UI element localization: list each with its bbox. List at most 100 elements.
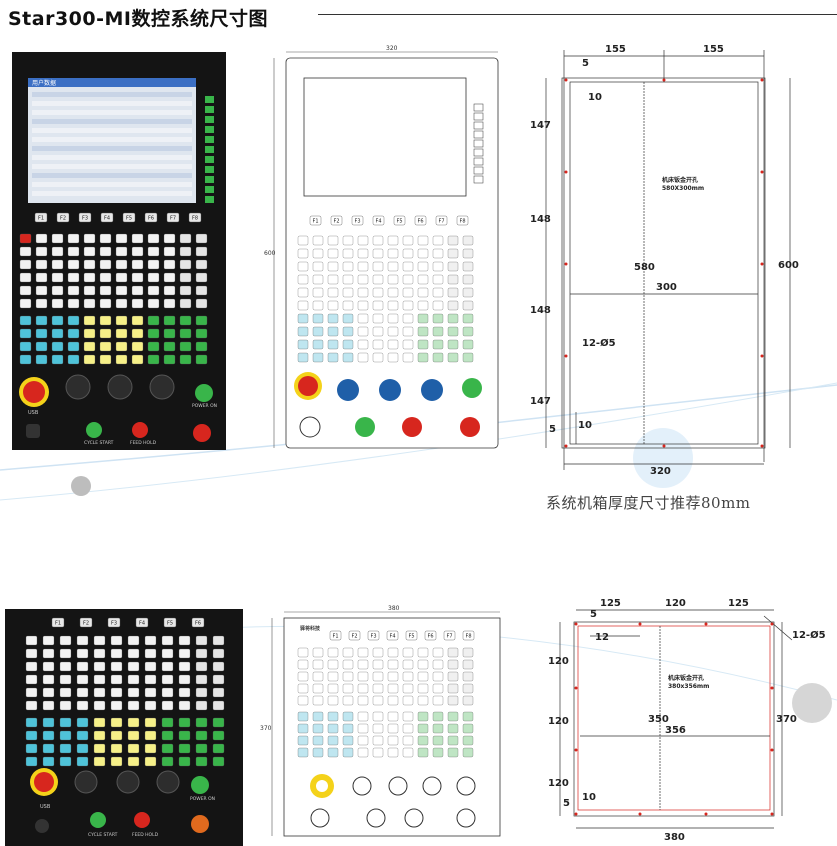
panel1-key (51, 341, 64, 352)
cutout1-dim10: 10 (588, 92, 602, 103)
panel2-key (212, 700, 225, 711)
drawing2-key (372, 711, 384, 722)
drawing2-key (432, 735, 444, 746)
panel2-key (178, 730, 191, 741)
drawing1-key (432, 313, 444, 324)
drawing1-key (462, 352, 474, 363)
drawing1-fkey-label: F4 (376, 219, 382, 225)
panel2-key (110, 756, 123, 767)
drawing1-fkey-label: F6 (418, 219, 424, 225)
panel1-key (67, 328, 80, 339)
panel2-key (161, 700, 174, 711)
screen-row (32, 191, 192, 196)
panel1-key (99, 285, 112, 296)
panel1-key (147, 328, 160, 339)
side-key (473, 112, 484, 121)
cutout2-inner-h: 350 (648, 714, 669, 725)
panel1-usb-icon (26, 424, 40, 438)
cutout2-label-2: 380x356mm (668, 683, 709, 690)
drawing1-key (402, 248, 414, 259)
side-key (205, 186, 214, 193)
cutout1-bottom-small: 10 (578, 420, 592, 431)
drawing2-key (402, 711, 414, 722)
drawing2-key (357, 735, 369, 746)
panel1-key (163, 285, 176, 296)
panel1-fkey-label: F4 (104, 216, 110, 222)
side-key (473, 103, 484, 112)
drawing2-key (462, 711, 474, 722)
panel1-fkey-label: F1 (38, 216, 44, 222)
panel1-key (99, 272, 112, 283)
panel2-key (195, 700, 208, 711)
cutout2-dim12: 12 (595, 632, 609, 643)
drawing2-key (387, 671, 399, 682)
panel2-key (110, 687, 123, 698)
panel1-key (163, 259, 176, 270)
panel2-key (212, 756, 225, 767)
drawing2-key (372, 671, 384, 682)
drawing1-key (417, 352, 429, 363)
drawing1-key (462, 248, 474, 259)
panel2-fkey-label: F2 (83, 621, 89, 627)
drawing2-key (312, 695, 324, 706)
panel2-key (178, 687, 191, 698)
panel1-key (51, 328, 64, 339)
side-key (205, 96, 214, 103)
panel2-key (161, 687, 174, 698)
panel1-key (19, 328, 32, 339)
panel2-key (161, 730, 174, 741)
panel1-key (179, 315, 192, 326)
cutout2-top-1: 125 (600, 598, 621, 609)
panel2-fkey (135, 617, 149, 628)
drawing1-key (447, 352, 459, 363)
panel2-key (76, 661, 89, 672)
drawing1-key (417, 300, 429, 311)
panel2-key (42, 717, 55, 728)
drawing1-key (417, 248, 429, 259)
panel2-key (144, 687, 157, 698)
panel1-key (163, 354, 176, 365)
drawing1-key (387, 261, 399, 272)
drawing2-key (342, 647, 354, 658)
drawing1-fkey-label: F8 (460, 219, 466, 225)
cutout2-dim5: 5 (590, 609, 597, 620)
drawing1-key (327, 274, 339, 285)
panel1-key (67, 246, 80, 257)
drawing2-key (297, 659, 309, 670)
panel2-key (110, 730, 123, 741)
drawing2-key (402, 671, 414, 682)
panel1-key (51, 233, 64, 244)
drawing1-key (357, 339, 369, 350)
drawing1-key (327, 261, 339, 272)
panel2-key (93, 700, 106, 711)
drawing2-key (312, 747, 324, 758)
panel1-key (179, 354, 192, 365)
drawing1-key (357, 313, 369, 324)
drawing1-key (462, 326, 474, 337)
panel2-key (178, 743, 191, 754)
drawing1-key (387, 326, 399, 337)
panel2-key (93, 674, 106, 685)
drawing1-key (462, 287, 474, 298)
drawing2-key (327, 683, 339, 694)
panel2-fkey-label: F1 (55, 621, 61, 627)
drawing1-fkey (456, 215, 469, 226)
panel2-key (127, 674, 140, 685)
drawing2-key (312, 659, 324, 670)
drawing1-key (417, 235, 429, 246)
panel1-key (83, 298, 96, 309)
drawing2-key (417, 735, 429, 746)
drawing2-key (372, 747, 384, 758)
drawing2-key (432, 683, 444, 694)
drawing2-key (327, 735, 339, 746)
screen-row (32, 164, 192, 169)
drawing1-key (327, 313, 339, 324)
drawing2-key (387, 735, 399, 746)
drawing1-key (327, 339, 339, 350)
drawing1-key (342, 261, 354, 272)
panel1-key (131, 298, 144, 309)
panel1-key (131, 341, 144, 352)
panel1-key (99, 298, 112, 309)
panel1-key (195, 341, 208, 352)
